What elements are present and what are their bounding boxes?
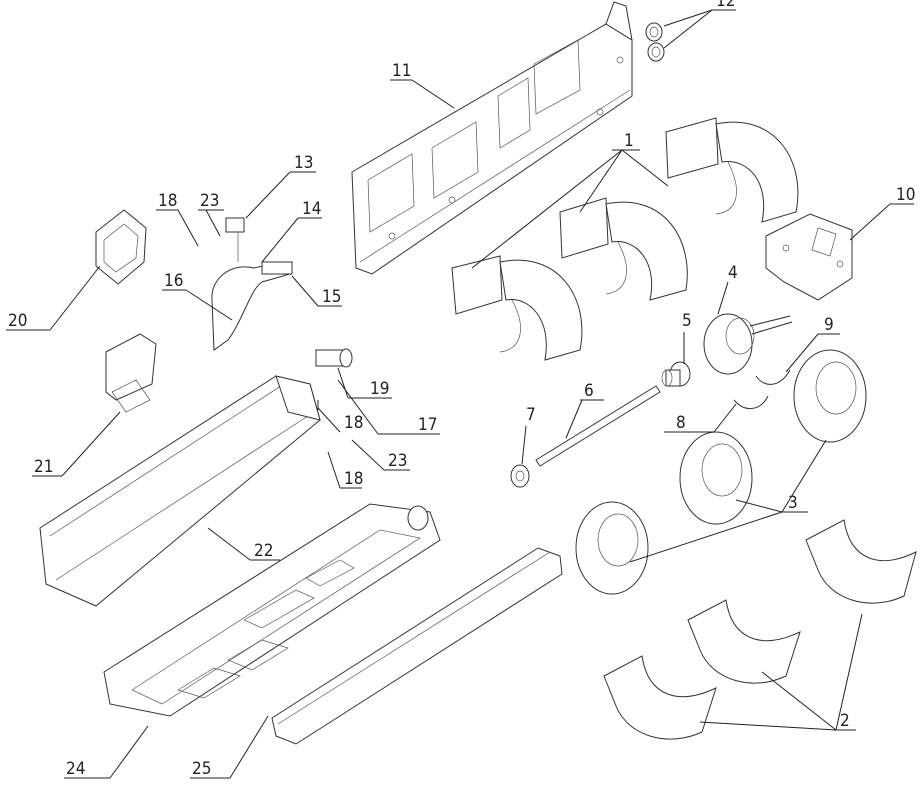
callout-16: 16 — [164, 271, 183, 291]
blower-wheel-part — [575, 349, 867, 595]
callout-11: 11 — [392, 61, 411, 81]
callout-labels: 1 2 3 4 5 6 7 8 9 10 11 12 13 14 15 16 1… — [8, 0, 915, 779]
callout-7: 7 — [526, 405, 536, 425]
fitting-part — [315, 348, 353, 368]
callout-2: 2 — [840, 711, 850, 731]
motor-bracket-part — [765, 213, 853, 301]
coupling-part — [661, 361, 691, 387]
callout-4: 4 — [728, 263, 738, 283]
callout-23-low: 23 — [388, 451, 407, 471]
cover-plate-part — [105, 333, 157, 413]
callout-20: 20 — [8, 311, 27, 331]
callout-18-top: 18 — [158, 191, 177, 211]
callout-18-low: 18 — [344, 469, 363, 489]
scroll-housing-part — [451, 117, 799, 361]
fan-motor-part — [703, 313, 793, 375]
mounting-plate-part — [351, 1, 633, 275]
drain-pan-part — [103, 503, 441, 717]
clamp-part — [733, 369, 791, 409]
callout-24: 24 — [66, 759, 85, 779]
callout-15: 15 — [322, 287, 341, 307]
fan-shaft-part — [535, 385, 661, 467]
callout-14: 14 — [302, 199, 321, 219]
grommet-part — [645, 22, 665, 62]
callout-13: 13 — [294, 153, 313, 173]
front-rail-part — [271, 547, 563, 745]
callout-10: 10 — [896, 185, 915, 205]
callout-21: 21 — [34, 457, 53, 477]
control-box-part — [95, 209, 147, 285]
callout-19: 19 — [370, 379, 389, 399]
coil-part — [39, 375, 321, 607]
callout-22: 22 — [254, 541, 273, 561]
leader-lines — [6, 9, 914, 779]
callout-12: 12 — [716, 0, 735, 11]
callout-18-mid: 18 — [344, 413, 363, 433]
callout-17: 17 — [418, 415, 437, 435]
callout-25: 25 — [192, 759, 211, 779]
lower-housing-part — [603, 519, 917, 740]
callout-23-top: 23 — [200, 191, 219, 211]
callout-3: 3 — [788, 493, 798, 513]
callout-6: 6 — [584, 381, 594, 401]
callout-1: 1 — [624, 131, 634, 151]
callout-5: 5 — [682, 311, 692, 331]
callout-9: 9 — [824, 315, 834, 335]
bearing-part — [510, 464, 530, 488]
callout-8: 8 — [676, 413, 686, 433]
valve-assembly-part — [211, 217, 293, 351]
